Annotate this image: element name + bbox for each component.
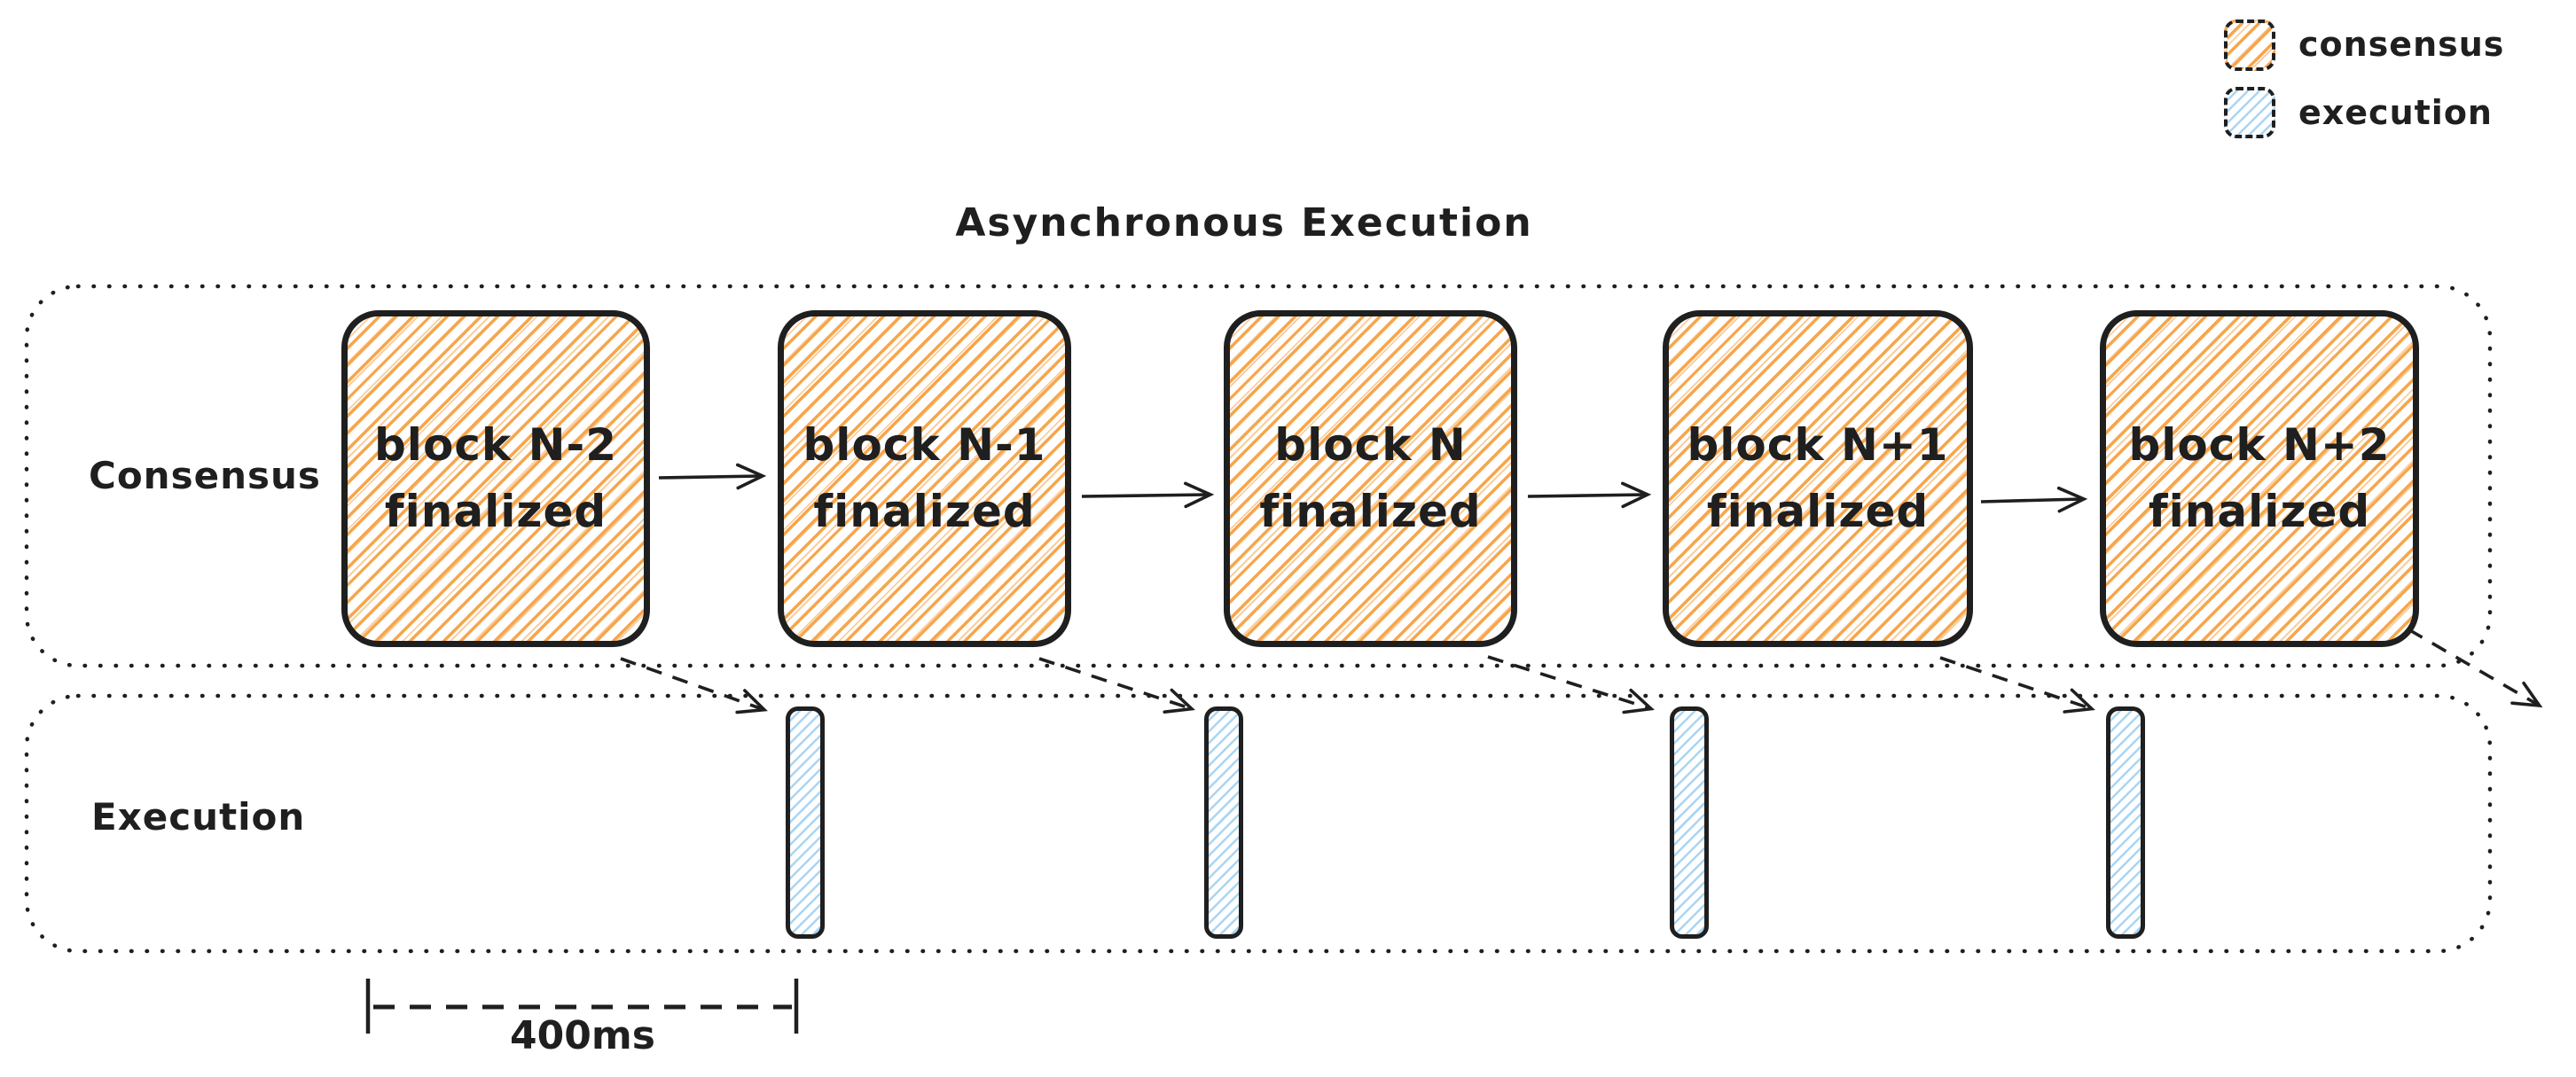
- execution-lane-border: [24, 693, 2493, 954]
- arrow-block1-to-block2: [658, 463, 767, 490]
- arrow-block3-to-block4: [1527, 481, 1652, 509]
- execution-bar-4: [2106, 706, 2145, 939]
- block-label-line2: finalized: [1259, 486, 1482, 537]
- block-label-line2: finalized: [1706, 486, 1930, 537]
- block-label-line2: finalized: [384, 486, 607, 537]
- execution-bar-3: [1670, 706, 1709, 939]
- block-label-line1: block N-2: [374, 419, 617, 471]
- consensus-block-n: block N finalized: [1224, 310, 1517, 647]
- arrow-block2-to-block3: [1081, 481, 1215, 509]
- execution-lane-label: Execution: [91, 795, 306, 839]
- consensus-block-n-plus-2: block N+2 finalized: [2100, 310, 2419, 647]
- legend-execution-swatch: [2224, 87, 2275, 138]
- consensus-lane-border: [24, 284, 2493, 668]
- dashed-arrow-block3-to-bar3: [1487, 655, 1655, 714]
- measure-label: 400ms: [510, 1013, 655, 1058]
- block-label-line1: block N: [1274, 419, 1467, 471]
- block-label-line1: block N+2: [2128, 419, 2391, 471]
- dashed-arrow-block5-offscreen: [2408, 628, 2543, 708]
- legend-execution-label: execution: [2298, 93, 2493, 132]
- consensus-block-n-1: block N-1 finalized: [778, 310, 1071, 647]
- block-label-line2: finalized: [813, 486, 1036, 537]
- consensus-lane-label: Consensus: [89, 454, 321, 497]
- block-label-line2: finalized: [2148, 486, 2371, 537]
- arrow-block4-to-block5: [1980, 486, 2088, 513]
- consensus-block-n-2: block N-2 finalized: [341, 310, 650, 647]
- legend-consensus-swatch: [2224, 20, 2275, 71]
- legend-consensus-label: consensus: [2298, 25, 2505, 64]
- execution-bar-1: [786, 706, 825, 939]
- block-label-line1: block N+1: [1687, 419, 1949, 471]
- execution-bar-2: [1204, 706, 1243, 939]
- dashed-arrow-block1-to-bar1: [620, 657, 768, 714]
- consensus-block-n-plus-1: block N+1 finalized: [1663, 310, 1973, 647]
- diagram-title: Asynchronous Execution: [955, 200, 1533, 246]
- block-label-line1: block N-1: [803, 419, 1046, 471]
